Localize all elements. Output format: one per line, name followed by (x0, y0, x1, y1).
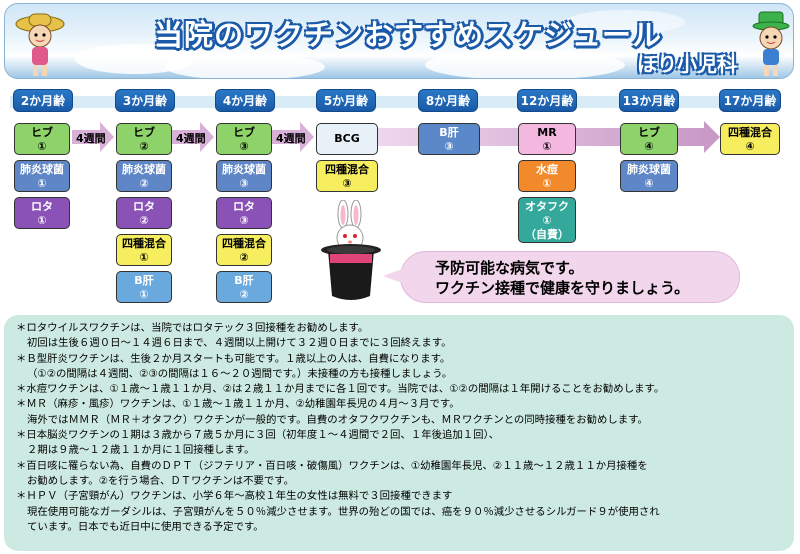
age-12-months: 12か月齢 (517, 89, 577, 112)
bubble-line-2: ワクチン接種で健康を守りましょう。 (435, 279, 690, 297)
note-line: （①②の間隔は４週間、②③の間隔は１６～２０週間です。）未接種の方も接種しましょ… (27, 367, 453, 380)
rabbit-in-hat-icon (321, 200, 381, 300)
page-title: 当院のワクチンおすすめスケジュール (154, 18, 662, 52)
age-timeline-band (10, 96, 780, 108)
note-line: ＊ロタウイルスワクチンは、当院ではロタテック３回接種をお勧めします。 (16, 322, 369, 334)
note-line: ＊日本脳炎ワクチンの１期は３歳から７歳５か月に３回（初年度１～４週間で２回、１年… (16, 429, 500, 442)
arrow-connector (72, 122, 114, 152)
age-3-months: 3か月齢 (115, 89, 175, 112)
age-4-months: 4か月齢 (215, 89, 275, 112)
note-line: ＊水痘ワクチンは、①１歳～１歳１１か月、②は２歳１１か月までに各１回です。当院で… (16, 383, 665, 396)
note-line: ２期は９歳～１２歳１１か月に１回接種します。 (27, 444, 255, 457)
note-line: 海外ではＭＭＲ（ＭＲ＋オタフク）ワクチンが一般的です。自費のオタフクワクチンも、… (27, 413, 648, 426)
age-17-months: 17か月齢 (719, 89, 781, 112)
interval-label: 4週間 (76, 132, 106, 145)
interval-label: 4週間 (276, 132, 306, 145)
clinic-name: ほり小児科 (637, 52, 737, 76)
note-line: ＊百日咳に罹らない為、自費のＤＰＴ（ジフテリア・百日咳・破傷風）ワクチンは、①幼… (16, 459, 648, 472)
age-5-months: 5か月齢 (316, 89, 376, 112)
interval-label: 4週間 (176, 132, 206, 145)
note-line: ＊ＨＰＶ（子宮頸がん）ワクチンは、小学６年～高校１年生の女性は無料で３回接種でき… (16, 490, 453, 503)
bubble-line-1: 予防可能な病気です。 (435, 259, 584, 277)
note-line: 初回は生後６週０日～１４週６日まで、４週間以上開けて３２週０日までに３回終えます… (27, 337, 452, 350)
arrow-connector (272, 122, 314, 152)
arrow-connector (172, 122, 214, 152)
note-line: ています。日本でも近日中に使用できる予定です。 (27, 520, 264, 533)
boy-mascot-icon (752, 11, 790, 76)
age-13-months: 13か月齢 (619, 89, 679, 112)
speech-bubble: 予防可能な病気です。 ワクチン接種で健康を守りましょう。 (383, 251, 740, 303)
note-line: お勧めします。②を行う場合、ＤＴワクチンは不要です。 (27, 474, 294, 487)
notes-panel: ＊ロタウイルスワクチンは、当院ではロタテック３回接種をお勧めします。 初回は生後… (4, 315, 794, 551)
age-8-months: 8か月齢 (418, 89, 478, 112)
vaccine-bcg: BCG (316, 123, 378, 155)
note-line: ＊ＭＲ（麻疹・風疹）ワクチンは、①１歳～１歳１１か月、②幼稚園年長児の４月～３月… (16, 398, 460, 411)
note-line: ＊Ｂ型肝炎ワクチンは、生後２か月スタートも可能です。１歳以上の人は、自費になりま… (16, 352, 451, 365)
girl-mascot-icon (15, 13, 65, 76)
age-2-months: 2か月齢 (13, 89, 73, 112)
note-line: 現在使用可能なガーダシルは、子宮頸がんを５０％減少させます。世界の殆どの国では、… (27, 505, 660, 518)
header-banner: 当院のワクチンおすすめスケジュール ほり小児科 (4, 3, 794, 79)
